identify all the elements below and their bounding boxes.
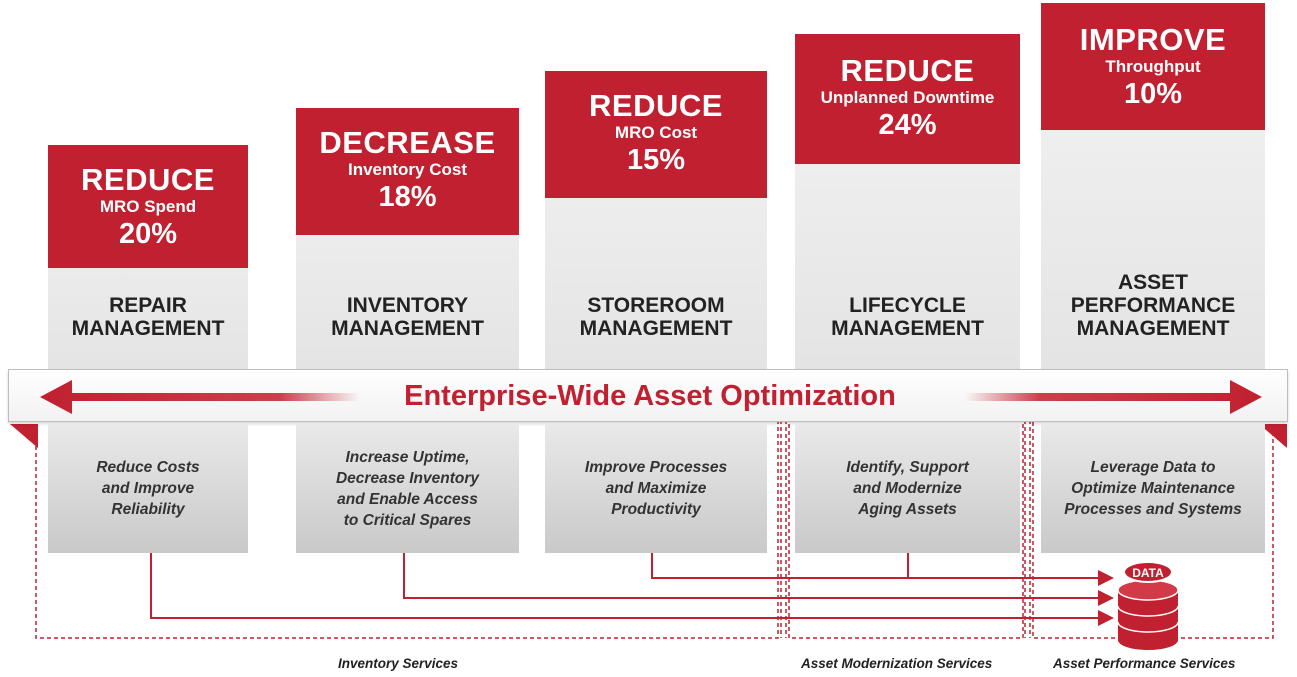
goal-metric: Inventory Cost bbox=[347, 160, 468, 179]
management-label: STOREROOM MANAGEMENT bbox=[579, 294, 733, 340]
goal-verb: REDUCE bbox=[81, 162, 215, 197]
asset-modernization-group bbox=[788, 419, 1024, 639]
connector-storeroom bbox=[651, 553, 1100, 579]
database-icon: DATA bbox=[1117, 561, 1179, 650]
goal-verb: REDUCE bbox=[589, 88, 723, 123]
management-label: LIFECYCLE MANAGEMENT bbox=[831, 294, 984, 340]
goal-header: REDUCE Unplanned Downtime 24% bbox=[795, 34, 1020, 164]
goal-percent: 20% bbox=[118, 218, 178, 250]
connector-inventory bbox=[403, 553, 1100, 599]
connector-repair bbox=[150, 553, 1100, 619]
double-arrow-icon bbox=[40, 380, 1262, 414]
goal-metric: MRO Cost bbox=[614, 123, 698, 142]
goal-header: REDUCE MRO Spend 20% bbox=[48, 145, 248, 268]
goal-percent: 18% bbox=[378, 181, 437, 213]
management-label: REPAIR MANAGEMENT bbox=[71, 294, 225, 340]
goal-percent: 24% bbox=[878, 109, 937, 141]
goal-metric: Unplanned Downtime bbox=[820, 88, 995, 107]
goal-verb: REDUCE bbox=[840, 53, 975, 88]
inventory-services-label: Inventory Services bbox=[338, 656, 459, 671]
goal-percent: 15% bbox=[626, 144, 686, 176]
database-label: DATA bbox=[1132, 566, 1164, 580]
arrowhead-icon bbox=[1098, 610, 1114, 626]
management-label: ASSET PERFORMANCE MANAGEMENT bbox=[1070, 271, 1236, 340]
goal-percent: 10% bbox=[1123, 78, 1183, 110]
band-corner-left bbox=[10, 424, 38, 448]
arrowhead-icon bbox=[1098, 570, 1114, 586]
asset-modernization-label: Asset Modernization Services bbox=[801, 656, 993, 671]
band-title: Enterprise-Wide Asset Optimization bbox=[404, 380, 896, 412]
arrowhead-icon bbox=[1098, 590, 1114, 606]
goal-metric: MRO Spend bbox=[99, 197, 197, 216]
goal-verb: IMPROVE bbox=[1079, 22, 1227, 57]
management-label: INVENTORY MANAGEMENT bbox=[331, 294, 484, 340]
goal-header: DECREASE Inventory Cost 18% bbox=[296, 108, 519, 235]
goal-header: IMPROVE Throughput 10% bbox=[1041, 3, 1265, 130]
goal-metric: Throughput bbox=[1105, 57, 1201, 76]
band-corner-right bbox=[1259, 424, 1287, 448]
asset-performance-label: Asset Performance Services bbox=[1053, 656, 1236, 671]
goal-verb: DECREASE bbox=[319, 125, 496, 160]
goal-header: REDUCE MRO Cost 15% bbox=[545, 71, 767, 198]
